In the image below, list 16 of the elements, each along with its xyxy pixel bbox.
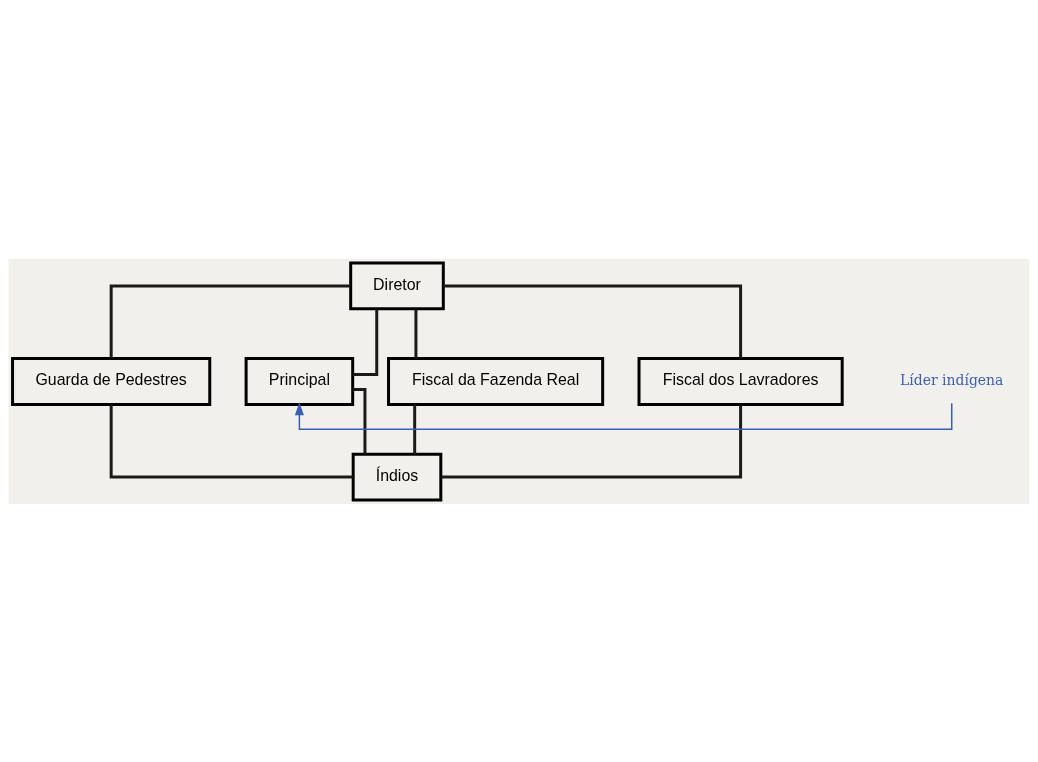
connector — [443, 283, 743, 358]
node-box: Fiscal da Fazenda Real — [387, 356, 605, 406]
connector — [413, 404, 417, 454]
connector — [352, 308, 379, 376]
arrow — [294, 401, 953, 430]
connector — [414, 308, 418, 359]
connector — [109, 283, 351, 358]
node-box: Fiscal dos Lavradores — [637, 356, 844, 406]
node-box: Índios — [351, 452, 443, 501]
connector — [440, 404, 743, 479]
node-box: Guarda de Pedestres — [11, 356, 212, 406]
connector — [352, 387, 367, 454]
node-box: Principal — [244, 356, 355, 406]
node-box: Diretor — [349, 261, 445, 310]
connector — [109, 404, 353, 479]
node-text: Líder indígena — [900, 371, 1004, 388]
